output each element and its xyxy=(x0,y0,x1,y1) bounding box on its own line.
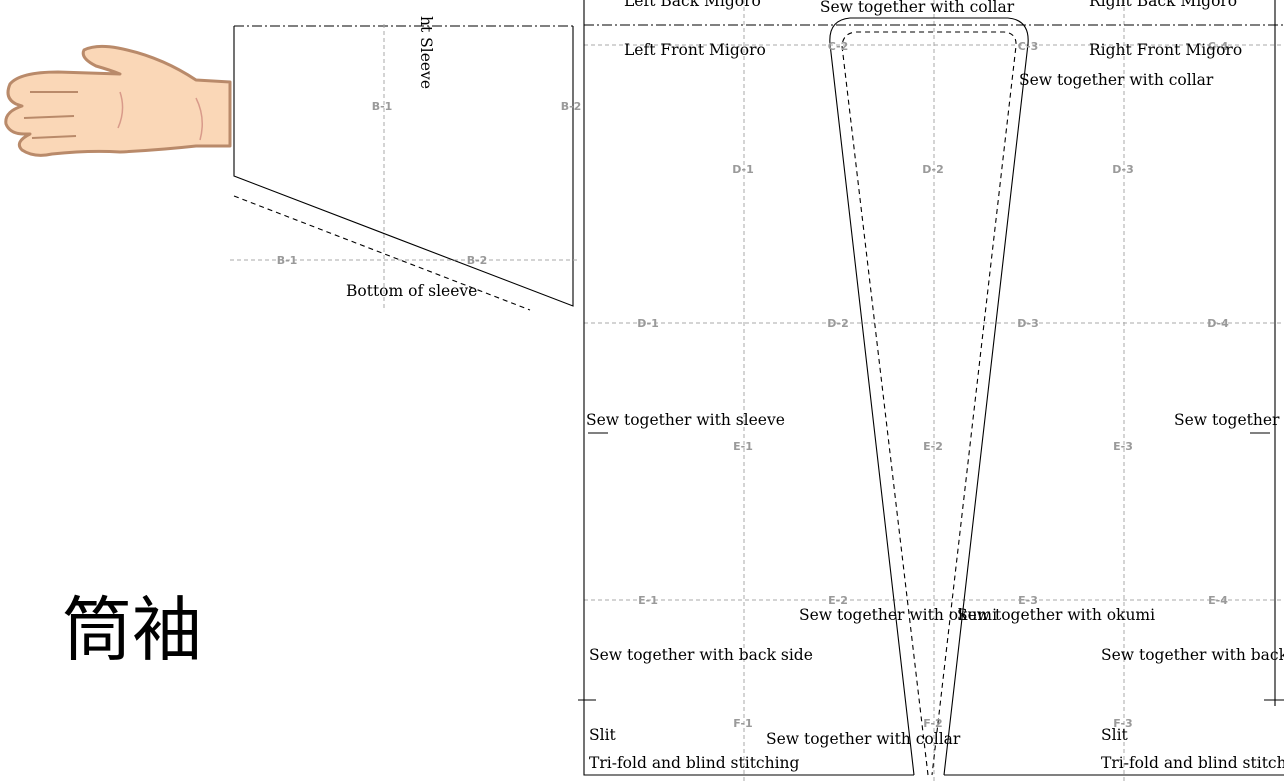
grid-marker: D-1 xyxy=(637,317,659,330)
grid-marker: B-2 xyxy=(561,100,582,113)
back-side-left-label: Sew together with back side xyxy=(589,646,813,664)
right-front-migoro-label: Right Front Migoro xyxy=(1089,41,1242,59)
slit-right-label: Slit xyxy=(1101,726,1129,744)
grid-marker: D-2 xyxy=(827,317,849,330)
okumi-left-label: Sew together with okumi xyxy=(799,606,997,624)
sleeve-type-title: 筒袖 xyxy=(62,589,202,671)
grid-marker: F-2 xyxy=(923,717,942,730)
hand-pointing-icon xyxy=(4,44,232,157)
grid-marker: D-3 xyxy=(1017,317,1039,330)
collar-right-label: Sew together with collar xyxy=(1019,71,1214,89)
body-pattern-piece: C-2 C-3 C-4 D-1 D-2 D-3 D-1 D-2 D-3 D-4 … xyxy=(578,0,1284,783)
collar-opening-cut xyxy=(829,17,1029,776)
collar-top-label: Sew together with collar xyxy=(820,0,1015,16)
sleeve-seam-left-label: Sew together with sleeve xyxy=(586,411,785,429)
grid-marker: E-2 xyxy=(828,594,848,607)
grid-marker: B-1 xyxy=(277,254,298,267)
grid-marker: E-1 xyxy=(733,440,753,453)
okumi-right-label: Sew together with okumi xyxy=(957,606,1155,624)
grid-marker: D-2 xyxy=(922,163,944,176)
sleeve-seam-right-label: Sew together w xyxy=(1174,411,1284,429)
slit-left-label: Slit xyxy=(589,726,617,744)
left-back-migoro-label: Left Back Migoro xyxy=(624,0,761,10)
right-back-migoro-label: Right Back Migoro xyxy=(1089,0,1237,10)
grid-marker: D-1 xyxy=(732,163,754,176)
grid-marker: E-4 xyxy=(1208,594,1228,607)
collar-bottom-label: Sew together with collar xyxy=(766,730,961,748)
sleeve-seam-line xyxy=(233,195,531,311)
grid-marker: F-3 xyxy=(1113,717,1132,730)
back-side-right-label: Sew together with back si xyxy=(1101,646,1284,664)
body-cut-line-left xyxy=(583,0,914,776)
grid-marker: C-3 xyxy=(1018,40,1039,53)
grid-marker: E-1 xyxy=(638,594,658,607)
sleeve-pattern-piece: B-1 B-2 B-1 B-2 ht Sleeve Bottom of slee… xyxy=(230,16,582,311)
collar-opening-seam xyxy=(841,31,1017,776)
grid-marker: B-2 xyxy=(467,254,488,267)
grid-marker: F-1 xyxy=(733,717,752,730)
left-front-migoro-label: Left Front Migoro xyxy=(624,41,766,59)
grid-marker: E-2 xyxy=(923,440,943,453)
grid-marker: C-2 xyxy=(828,40,849,53)
grid-marker: E-3 xyxy=(1018,594,1038,607)
grid-marker: C-4 xyxy=(1208,40,1229,53)
grid-marker: D-3 xyxy=(1112,163,1134,176)
trifold-right-label: Tri-fold and blind stitchin xyxy=(1101,754,1284,772)
grid-marker: D-4 xyxy=(1207,317,1229,330)
sleeve-cut-line xyxy=(233,26,574,307)
grid-marker: B-1 xyxy=(372,100,393,113)
sleeve-bottom-label: Bottom of sleeve xyxy=(346,282,477,300)
trifold-left-label: Tri-fold and blind stitching xyxy=(589,754,800,772)
grid-marker: E-3 xyxy=(1113,440,1133,453)
sleeve-name-label: ht Sleeve xyxy=(417,16,435,89)
